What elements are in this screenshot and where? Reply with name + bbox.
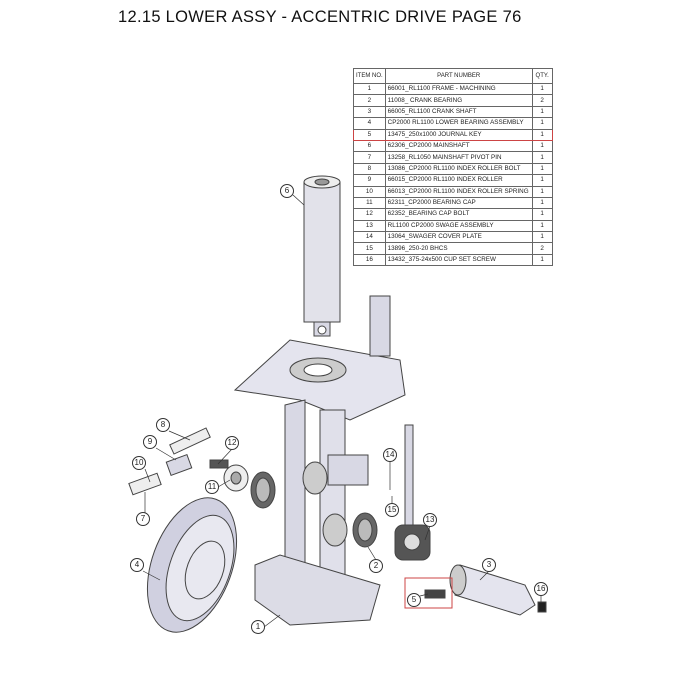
callout-balloon: 1 bbox=[251, 620, 265, 634]
crank-shaft-part bbox=[449, 564, 536, 616]
callout-balloon: 16 bbox=[534, 582, 548, 596]
callout-balloon: 2 bbox=[369, 559, 383, 573]
table-header-row: ITEM NO. PART NUMBER QTY. bbox=[353, 68, 553, 84]
cell-part: CP2000 RL1100 LOWER BEARING ASSEMBLY bbox=[384, 117, 533, 130]
page-title: 12.15 LOWER ASSY - ACCENTRIC DRIVE PAGE … bbox=[118, 8, 522, 26]
header-item-no: ITEM NO. bbox=[353, 68, 386, 84]
cell-qty: 1 bbox=[531, 117, 553, 130]
cell-part: RL1100 CP2000 SWAGE ASSEMBLY bbox=[384, 219, 533, 233]
callout-balloon: 14 bbox=[383, 448, 397, 462]
cell-item: 12 bbox=[353, 208, 386, 221]
cell-part: 13432_375-24x500 CUP SET SCREW bbox=[384, 253, 533, 267]
cell-part: 66013_CP2000 RL1100 INDEX ROLLER SPRING bbox=[384, 185, 533, 198]
cell-part: 62306_CP2000 MAINSHAFT bbox=[384, 139, 533, 153]
swage-assembly-part bbox=[394, 424, 431, 561]
cell-qty: 1 bbox=[531, 139, 553, 153]
cell-qty: 1 bbox=[531, 105, 553, 119]
cell-qty: 1 bbox=[531, 231, 553, 244]
frame-part bbox=[233, 295, 406, 626]
cell-item: 8 bbox=[353, 162, 386, 176]
cell-part: 13475_250x1000 JOURNAL KEY bbox=[384, 128, 533, 141]
header-qty: QTY. bbox=[531, 68, 553, 84]
callout-balloon: 10 bbox=[132, 456, 146, 470]
callout-balloon: 12 bbox=[225, 436, 239, 450]
cell-item: 16 bbox=[353, 253, 386, 267]
callout-balloon: 15 bbox=[385, 503, 399, 517]
callout-balloon: 13 bbox=[423, 513, 437, 527]
cell-part: 13896_250-20 BHCS bbox=[384, 242, 533, 255]
callout-balloon: 8 bbox=[156, 418, 170, 432]
cell-qty: 1 bbox=[531, 196, 553, 210]
callout-balloon: 3 bbox=[482, 558, 496, 572]
cell-qty: 1 bbox=[531, 208, 553, 221]
callout-balloon: 4 bbox=[130, 558, 144, 572]
cell-item: 5 bbox=[353, 128, 386, 141]
cell-part: 11008_ CRANK BEARING bbox=[384, 94, 533, 107]
cell-item: 13 bbox=[353, 219, 386, 233]
cell-qty: 1 bbox=[531, 128, 553, 141]
cell-item: 11 bbox=[353, 196, 386, 210]
callout-balloon: 7 bbox=[136, 512, 150, 526]
highlight-box-item-5 bbox=[404, 577, 453, 609]
callout-balloon: 11 bbox=[205, 480, 219, 494]
cell-qty: 1 bbox=[531, 82, 553, 96]
cell-part: 13086_CP2000 RL1100 INDEX ROLLER BOLT bbox=[384, 162, 533, 176]
callout-balloon: 9 bbox=[143, 435, 157, 449]
cell-qty: 2 bbox=[531, 242, 553, 255]
cell-item: 14 bbox=[353, 231, 386, 244]
callout-balloon: 6 bbox=[280, 184, 294, 198]
cell-part: 66005_RL1100 CRANK SHAFT bbox=[384, 105, 533, 119]
callout-balloon: 5 bbox=[407, 593, 421, 607]
cell-qty: 1 bbox=[531, 185, 553, 198]
cell-item: 15 bbox=[353, 242, 386, 255]
mainshaft-part bbox=[303, 175, 341, 337]
cell-item: 1 bbox=[353, 82, 386, 96]
cell-part: 13064_SWAGER COVER PLATE bbox=[384, 231, 533, 244]
cell-part: 66015_CP2000 RL1100 INDEX ROLLER bbox=[384, 174, 533, 187]
cell-item: 9 bbox=[353, 174, 386, 187]
lower-bearing-assembly-part bbox=[146, 497, 238, 633]
cell-qty: 2 bbox=[531, 94, 553, 107]
cell-part: 13258_RL1050 MAINSHAFT PIVOT PIN bbox=[384, 151, 533, 164]
cell-qty: 1 bbox=[531, 219, 553, 233]
cell-part: 62311_CP2000 BEARING CAP bbox=[384, 196, 533, 210]
cell-item: 4 bbox=[353, 117, 386, 130]
cell-item: 6 bbox=[353, 139, 386, 153]
cell-part: 62352_BEARING CAP BOLT bbox=[384, 208, 533, 221]
cell-qty: 1 bbox=[531, 253, 553, 267]
cell-qty: 1 bbox=[531, 151, 553, 164]
cell-item: 7 bbox=[353, 151, 386, 164]
header-part-number: PART NUMBER bbox=[384, 68, 533, 84]
cell-item: 2 bbox=[353, 94, 386, 107]
cell-qty: 1 bbox=[531, 174, 553, 187]
cell-part: 66001_RL1100 FRAME - MACHINING bbox=[384, 82, 533, 96]
cell-item: 3 bbox=[353, 105, 386, 119]
cell-qty: 1 bbox=[531, 162, 553, 176]
cell-item: 10 bbox=[353, 185, 386, 198]
